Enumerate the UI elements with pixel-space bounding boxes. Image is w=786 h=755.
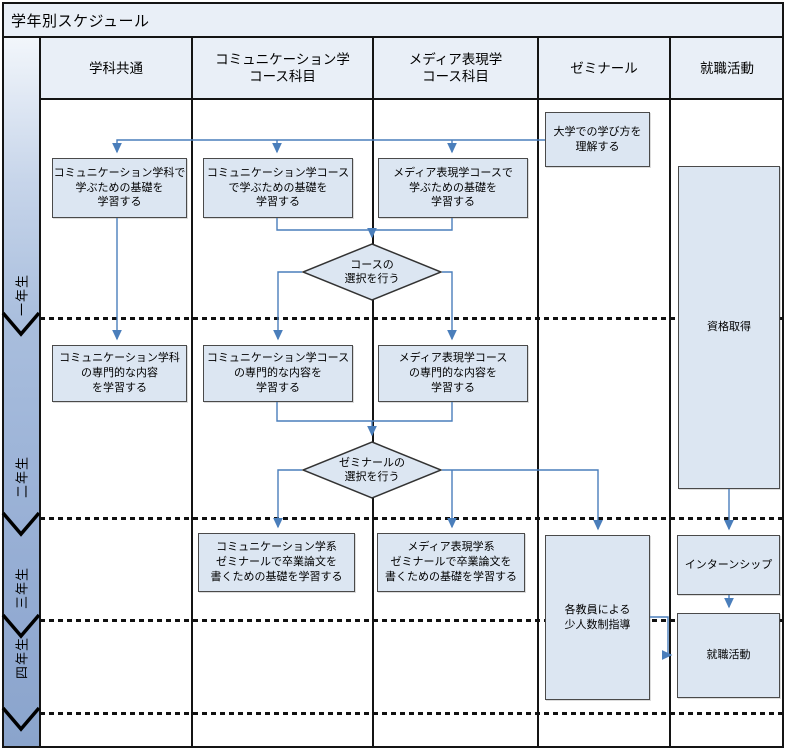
node-qualification: 資格取得	[678, 166, 780, 489]
grid-line-col4	[669, 38, 671, 748]
year-divider-4	[40, 712, 784, 715]
decision-seminar-selection: ゼミナールの 選択を行う	[302, 441, 442, 499]
grid-line-bottom	[2, 746, 784, 748]
grid-line-col0	[39, 38, 41, 748]
node-y3-media-seminar: メディア表現学系 ゼミナールで卒業論文を 書くための基礎を学習する	[377, 533, 525, 592]
decision-seminar-label: ゼミナールの 選択を行う	[339, 455, 405, 483]
grid-line-right	[782, 2, 784, 748]
year-label-3: 三年生	[15, 566, 31, 610]
grid-line-col3	[537, 38, 539, 748]
grid-line-header-bottom	[40, 98, 784, 100]
node-job-hunting: 就職活動	[677, 613, 780, 698]
year-label-2: 二年生	[15, 455, 31, 499]
column-header-seminar: ゼミナール	[570, 60, 638, 77]
year-divider-2	[40, 517, 784, 520]
node-y1-media-basics: メディア表現学コースで 学ぶための基礎を 学習する	[378, 158, 528, 218]
node-faculty-guidance: 各教員による 少人数制指導	[545, 535, 650, 700]
page-title: 学年別スケジュール	[11, 11, 150, 30]
header-row-background	[40, 38, 784, 100]
node-y3-communication-seminar: コミュニケーション学系 ゼミナールで卒業論文を 書くための基礎を学習する	[198, 533, 355, 592]
year-label-4: 四年生	[15, 636, 31, 680]
column-header-jobhunting: 就職活動	[700, 60, 754, 77]
node-y2-media-advanced: メディア表現学コース の専門的な内容を 学習する	[378, 345, 528, 402]
grid-line-top	[2, 2, 784, 4]
column-header-communication: コミュニケーション学 コース科目	[215, 52, 350, 85]
year-label-1: 一年生	[15, 273, 31, 317]
column-header-common: 学科共通	[89, 60, 143, 77]
node-y1-communication-basics: コミュニケーション学コース で学ぶための基礎を 学習する	[203, 158, 353, 218]
grid-line-col2	[372, 38, 374, 748]
grid-line-title-bottom	[2, 36, 784, 38]
grid-line-col1	[191, 38, 193, 748]
node-y1-common-basics: コミュニケーション学科で 学ぶための基礎を 学習する	[52, 158, 187, 218]
node-y2-communication-advanced: コミュニケーション学コース の専門的な内容を 学習する	[203, 345, 353, 402]
year-divider-3	[40, 619, 784, 622]
grid-line-left	[2, 2, 4, 748]
node-university-learning: 大学での学び方を 理解する	[545, 112, 650, 167]
node-y2-common-advanced: コミュニケーション学科 の専門的な内容 を学習する	[52, 345, 187, 402]
node-internship: インターンシップ	[677, 535, 780, 595]
column-header-media: メディア表現学 コース科目	[408, 52, 503, 85]
decision-course-label: コースの 選択を行う	[344, 257, 400, 285]
title-bar: 学年別スケジュール	[2, 2, 784, 38]
diamond-shape	[302, 441, 442, 499]
year-divider-1	[40, 317, 784, 320]
decision-course-selection: コースの 選択を行う	[302, 243, 442, 301]
diamond-shape	[302, 243, 442, 301]
